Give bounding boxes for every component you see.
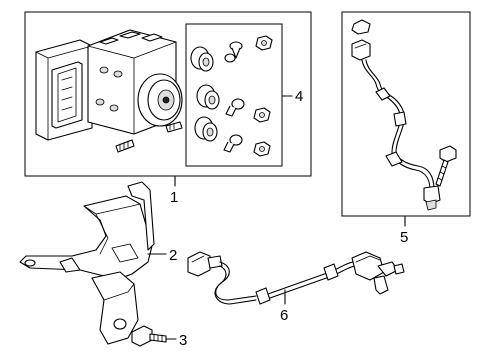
bolt-top: [224, 41, 243, 63]
nut-top: [255, 35, 273, 51]
callout-4: 4: [295, 88, 303, 105]
callout-1: 1: [170, 189, 178, 206]
grommet-top: [190, 46, 214, 72]
bolt-bottom: [223, 134, 243, 153]
speed-sensor-frame: [341, 11, 471, 217]
callout-3: 3: [179, 332, 187, 349]
callout-2: 2: [169, 247, 177, 264]
grommet-bottom: [194, 116, 218, 142]
rear-speed-sensor-harness: [187, 251, 405, 305]
front-speed-sensor-harness: [351, 19, 457, 211]
grommet-middle: [196, 84, 220, 110]
hardware-kit: [190, 35, 273, 157]
nut-bottom: [253, 141, 271, 157]
abs-modulator-unit: [35, 29, 183, 153]
callout-6: 6: [280, 307, 288, 324]
bolt-middle: [225, 98, 245, 117]
nut-middle: [253, 107, 271, 123]
callout-5: 5: [400, 229, 408, 246]
mounting-bracket: [19, 181, 155, 345]
hardware-kit-frame: [185, 23, 283, 167]
flange-bolt: [131, 325, 167, 347]
abs-assembly-frame: [24, 11, 312, 177]
